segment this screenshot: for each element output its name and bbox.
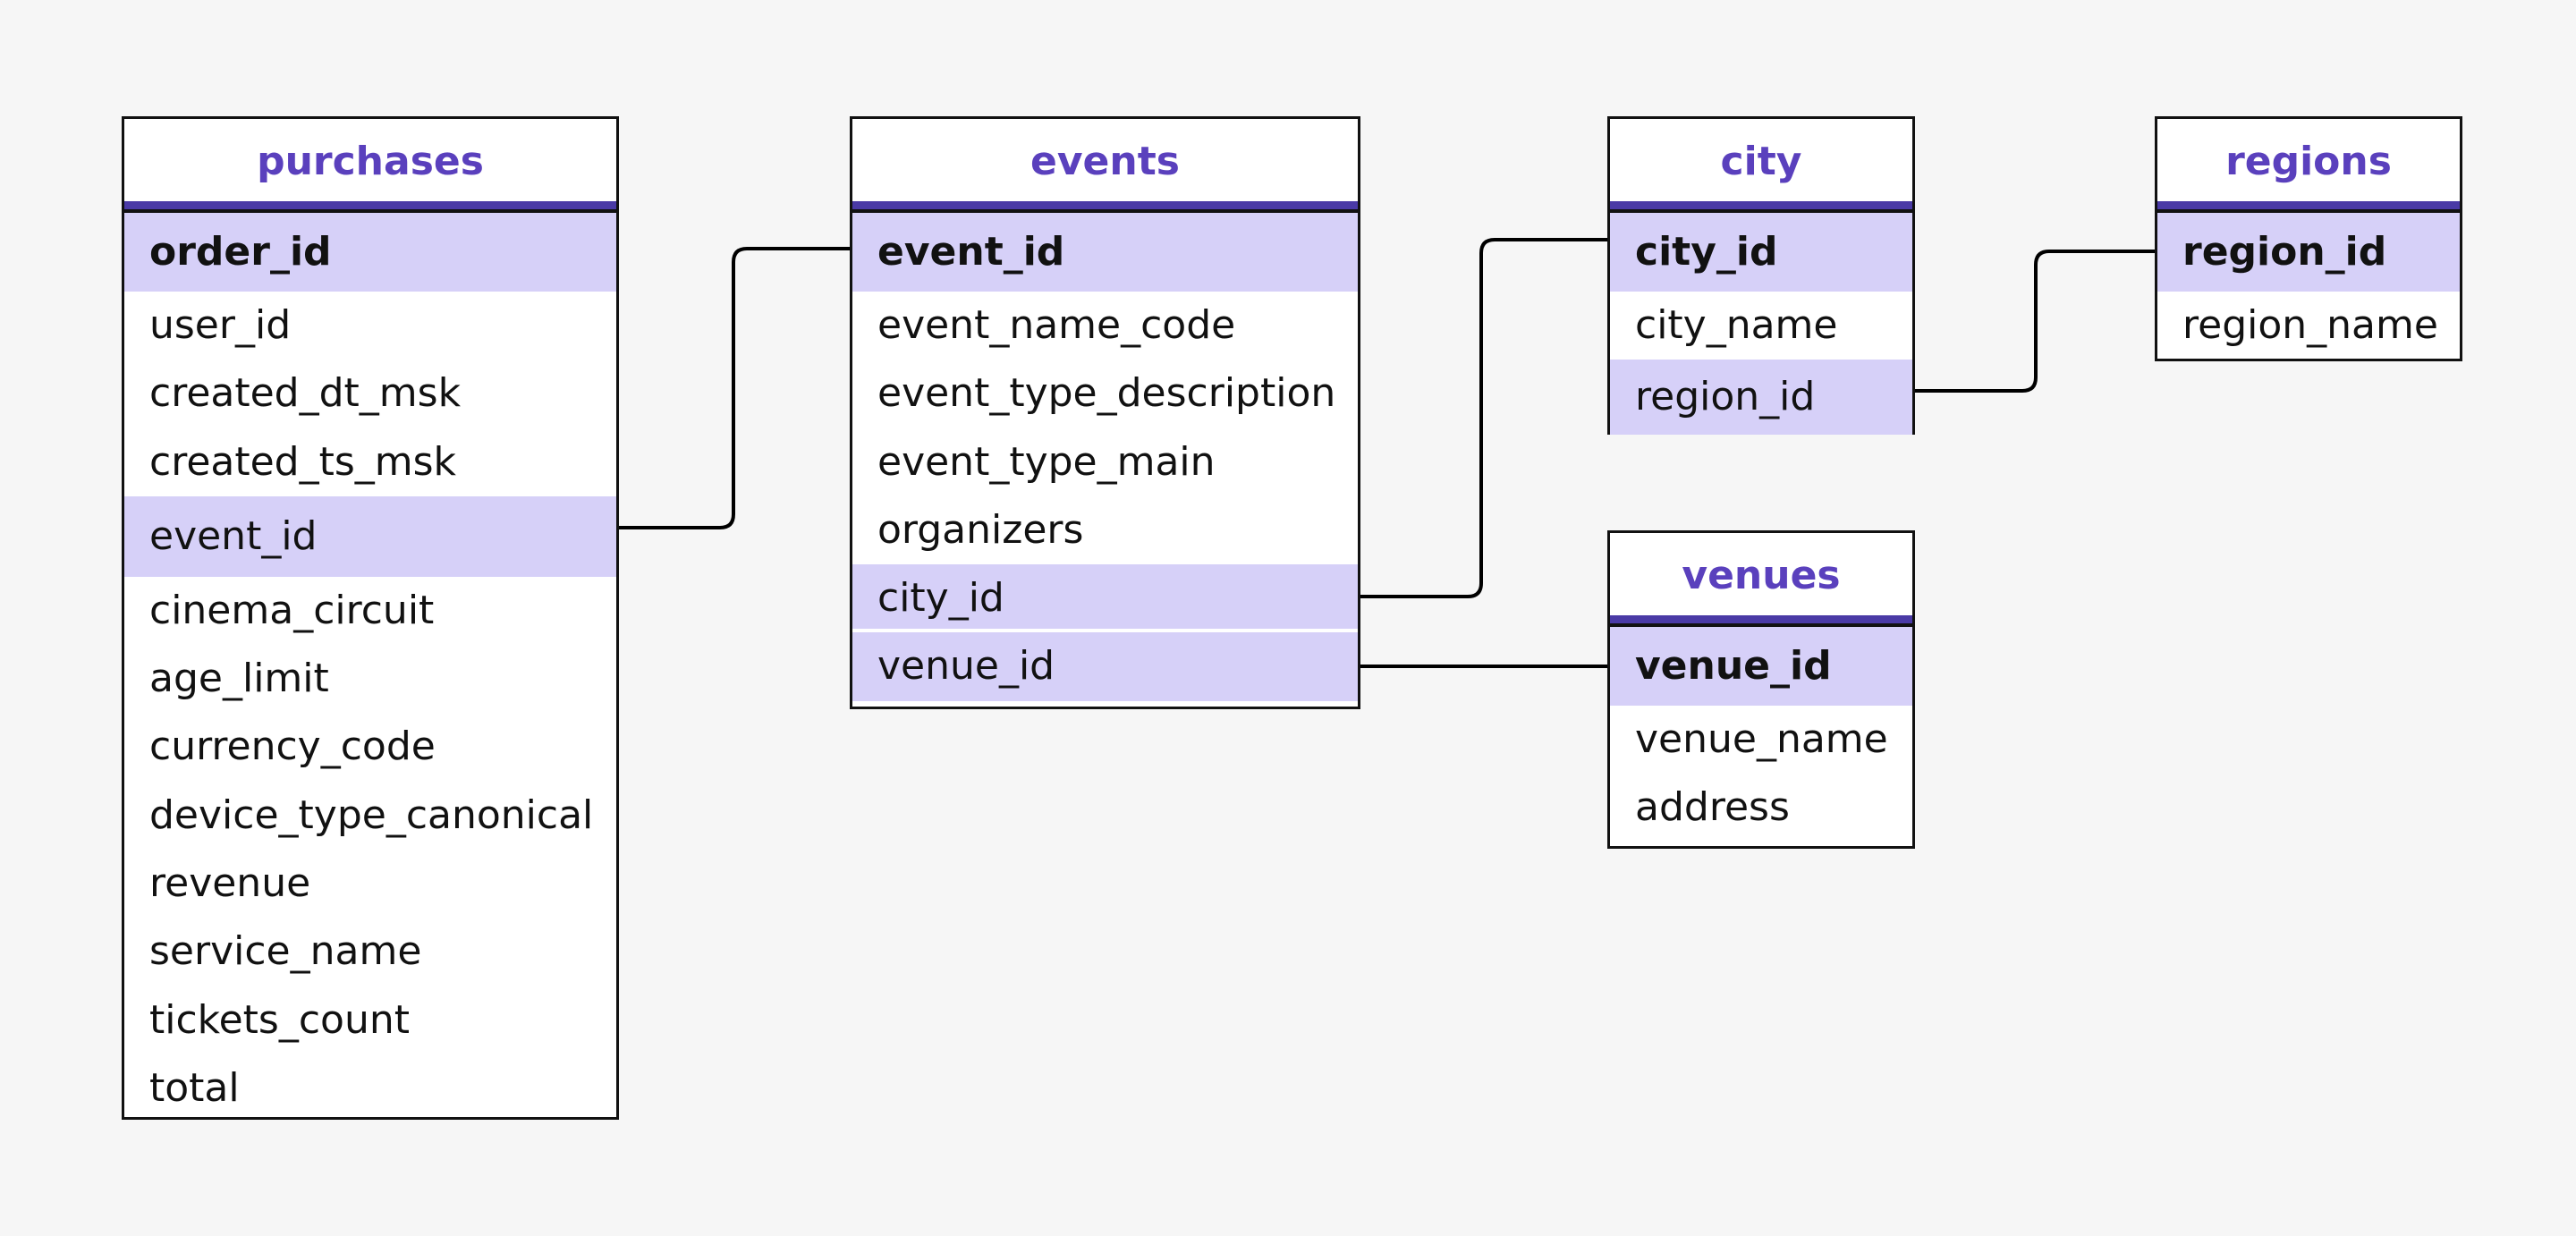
table-title: venues [1610, 533, 1912, 627]
table-title: regions [2157, 119, 2460, 213]
link-events-city [1360, 238, 1607, 598]
column-row[interactable]: event_id [852, 209, 1358, 292]
table-regions[interactable]: regions region_id region_name [2155, 116, 2462, 361]
column-row[interactable]: venue_id [1610, 623, 1912, 706]
column-row[interactable]: user_id [149, 302, 292, 348]
table-title: events [852, 119, 1358, 213]
column-row[interactable]: service_name [149, 928, 422, 975]
table-title: city [1610, 119, 1912, 213]
table-city[interactable]: city city_id city_name region_id [1607, 116, 1915, 436]
column-row[interactable]: event_type_main [877, 438, 1216, 485]
column-row[interactable]: currency_code [149, 724, 436, 770]
column-row[interactable]: city_name [1635, 302, 1838, 348]
link-purchases-events [619, 247, 850, 529]
column-row[interactable]: age_limit [149, 656, 329, 702]
column-row[interactable]: venue_name [1635, 716, 1888, 762]
column-row[interactable]: venue_id [852, 632, 1358, 701]
table-events[interactable]: events event_id event_name_code event_ty… [850, 116, 1360, 709]
column-row[interactable]: device_type_canonical [149, 792, 594, 838]
table-purchases[interactable]: purchases order_id user_id created_dt_ms… [122, 116, 619, 1120]
column-row[interactable]: total [149, 1064, 240, 1111]
column-row[interactable]: address [1635, 784, 1790, 831]
column-row[interactable]: organizers [877, 506, 1084, 553]
column-row[interactable]: cinema_circuit [149, 587, 435, 633]
column-row[interactable]: created_dt_msk [149, 370, 462, 417]
table-title: purchases [124, 119, 616, 213]
column-row[interactable]: region_id [2157, 209, 2460, 292]
column-row[interactable]: tickets_count [149, 996, 410, 1043]
column-row[interactable]: revenue [149, 860, 311, 907]
table-venues[interactable]: venues venue_id venue_name address [1607, 530, 1915, 849]
column-row[interactable]: event_type_description [877, 370, 1336, 417]
column-row[interactable]: region_name [2182, 302, 2438, 348]
column-row[interactable]: city_id [852, 564, 1358, 633]
column-row[interactable]: created_ts_msk [149, 438, 457, 485]
column-row[interactable]: event_id [124, 495, 616, 577]
column-row[interactable]: city_id [1610, 209, 1912, 292]
column-row[interactable]: event_name_code [877, 302, 1236, 348]
link-city-regions [1915, 250, 2155, 393]
column-row[interactable]: order_id [124, 209, 616, 292]
column-row[interactable]: region_id [1610, 360, 1912, 436]
